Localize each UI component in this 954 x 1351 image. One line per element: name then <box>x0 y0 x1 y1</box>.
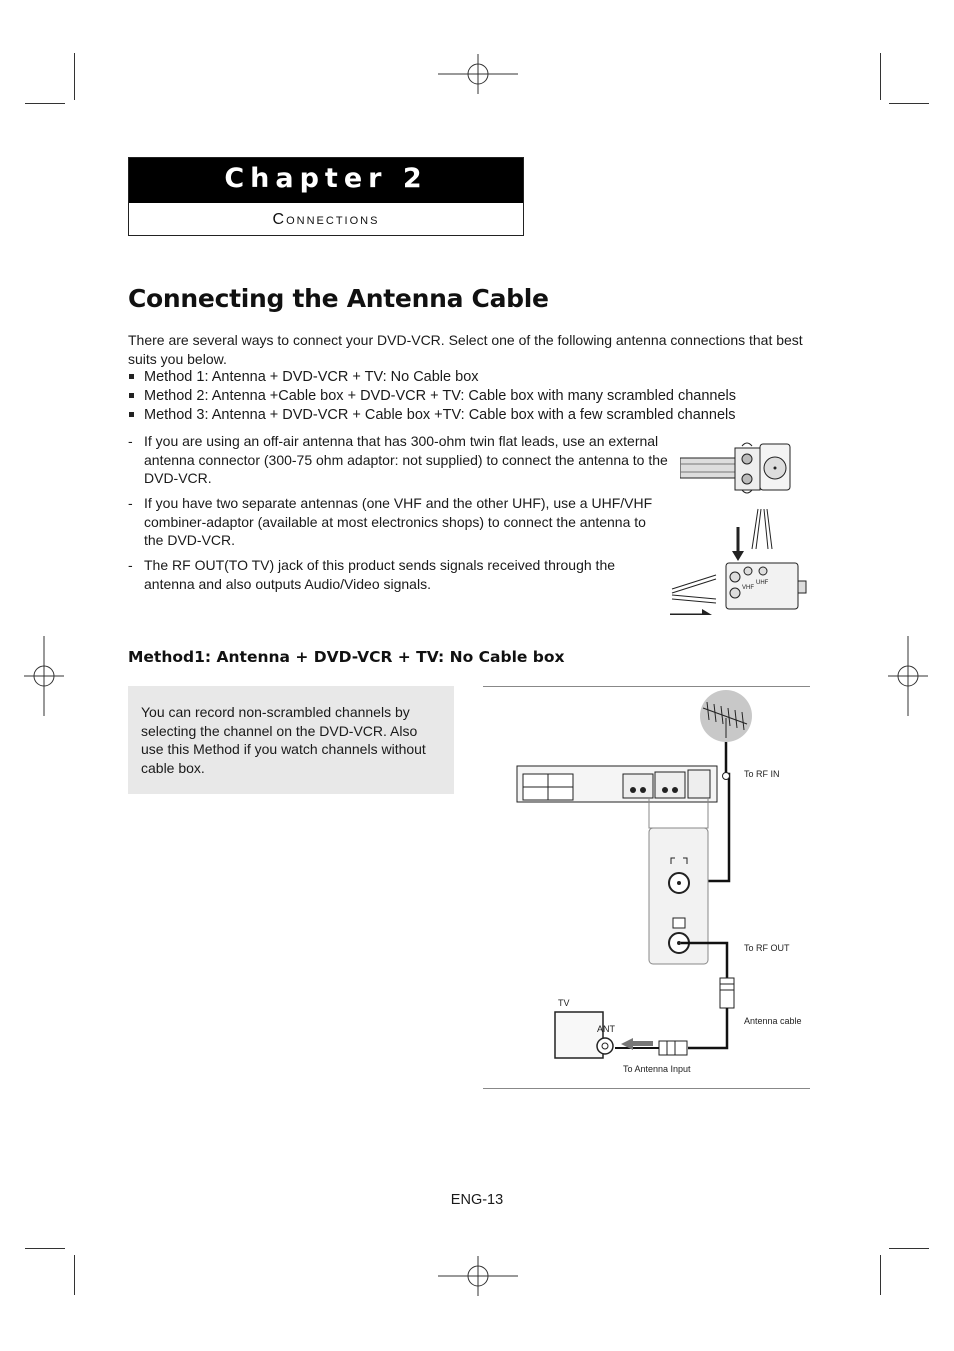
method-text: Antenna +Cable box + DVD-VCR + TV: Cable… <box>211 388 737 404</box>
combiner-adaptor-illustration <box>670 508 807 615</box>
method-prefix: Method 3: <box>144 407 209 423</box>
method1-note-box: You can record non-scrambled channels by… <box>128 686 454 794</box>
ant-label: ANT <box>597 1024 615 1034</box>
cable-connector <box>719 977 735 1009</box>
note-text: If you have two separate antennas (one V… <box>144 495 653 548</box>
to-antenna-input-label: To Antenna Input <box>623 1064 691 1074</box>
list-item: Method 1: Antenna + DVD-VCR + TV: No Cab… <box>128 368 736 387</box>
to-rf-out-label: To RF OUT <box>744 943 790 953</box>
chapter-title: Chapter 2 <box>129 158 523 203</box>
registration-mark-right <box>888 636 928 716</box>
note-item: -The RF OUT(TO TV) jack of this product … <box>128 556 668 593</box>
chapter-subtitle: Connections <box>272 211 380 228</box>
diagram-bottom-rule <box>483 1088 810 1089</box>
method1-heading: Method1: Antenna + DVD-VCR + TV: No Cabl… <box>128 648 565 666</box>
methods-list: Method 1: Antenna + DVD-VCR + TV: No Cab… <box>128 368 736 425</box>
page-number: ENG-13 <box>450 1192 504 1208</box>
list-item: Method 3: Antenna + DVD-VCR + Cable box … <box>128 406 736 425</box>
ohm-adaptor-illustration <box>680 442 791 494</box>
note-text: The RF OUT(TO TV) jack of this product s… <box>144 557 616 592</box>
chapter-header: Chapter 2 Connections <box>128 157 524 236</box>
note-item: -If you are using an off-air antenna tha… <box>128 433 668 486</box>
registration-mark-top <box>438 54 518 94</box>
tv-label: TV <box>558 998 570 1008</box>
connection-diagram <box>516 690 752 1059</box>
tv-icon <box>554 1011 604 1059</box>
registration-mark-left <box>24 636 64 716</box>
intro-text: There are several ways to connect your D… <box>128 332 803 367</box>
list-item: Method 2: Antenna +Cable box + DVD-VCR +… <box>128 387 736 406</box>
page-title: Connecting the Antenna Cable <box>128 284 549 313</box>
vhf-label: VHF <box>742 585 754 591</box>
method-text: Antenna + DVD-VCR + TV: No Cable box <box>211 369 479 385</box>
method-text: Antenna + DVD-VCR + Cable box +TV: Cable… <box>211 407 736 423</box>
method-prefix: Method 1: <box>144 369 209 385</box>
to-rf-in-label: To RF IN <box>744 769 780 779</box>
note-item: -If you have two separate antennas (one … <box>128 494 668 550</box>
diagram-top-rule <box>483 686 810 687</box>
method-prefix: Method 2: <box>144 388 209 404</box>
connector-zoom-callout <box>648 827 709 965</box>
note-text: If you are using an off-air antenna that… <box>144 433 668 486</box>
uhf-label: UHF <box>756 580 769 586</box>
registration-mark-bottom <box>438 1256 518 1296</box>
method1-note-text: You can record non-scrambled channels by… <box>141 704 426 776</box>
antenna-cable-label: Antenna cable <box>744 1016 802 1026</box>
